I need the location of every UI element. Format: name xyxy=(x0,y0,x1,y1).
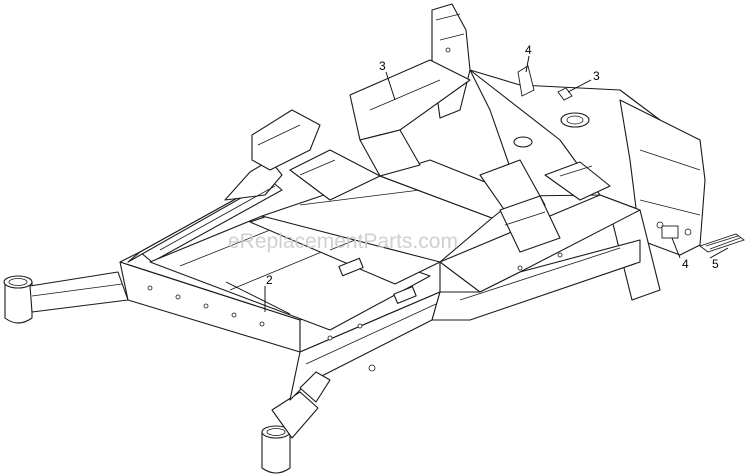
left-tower xyxy=(349,3,471,177)
decal-4-bottom xyxy=(661,225,679,239)
leader-lines xyxy=(225,55,729,315)
left-side-rail xyxy=(127,159,283,263)
callout-2: 2 xyxy=(266,273,273,287)
left-caster-tube xyxy=(3,271,129,324)
decal-3-right xyxy=(557,87,573,101)
right-caster-tube xyxy=(261,391,319,474)
callout-3-left: 3 xyxy=(379,59,386,73)
watermark-text: eReplacementParts.com xyxy=(228,230,458,253)
left-seat-bracket xyxy=(251,109,381,201)
callout-4-top: 4 xyxy=(525,43,532,57)
callout-3-right: 3 xyxy=(593,69,600,83)
decal-4-top xyxy=(517,65,535,97)
center-bracket xyxy=(479,159,561,253)
callout-labels: 3 4 3 2 4 5 xyxy=(266,43,719,287)
callout-5: 5 xyxy=(712,257,719,271)
callout-4-bottom: 4 xyxy=(682,257,689,271)
decal-5 xyxy=(699,233,745,253)
